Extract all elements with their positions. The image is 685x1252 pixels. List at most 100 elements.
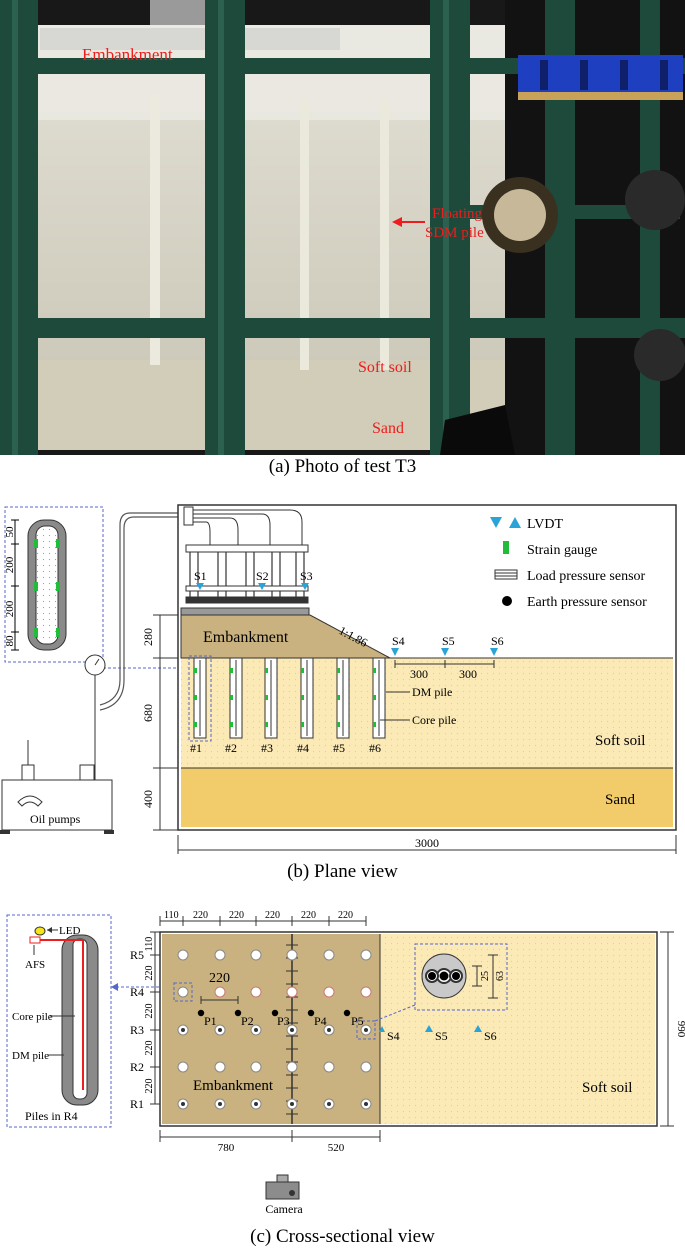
photo-label-floating-2: SDM pile	[425, 225, 484, 241]
cross-embankment	[162, 934, 380, 1124]
lvdt-s5	[441, 648, 449, 656]
sand-layer	[181, 768, 673, 827]
cross-s5-label: S5	[435, 1029, 448, 1043]
caption-c: (c) Cross-sectional view	[250, 1226, 435, 1247]
top-dim-110: 110	[164, 910, 179, 921]
test-photo: Embankment Floating SDM pile Soft soil S…	[0, 0, 685, 455]
surface-dim-1: 300	[410, 667, 428, 681]
pile-2-label: #2	[225, 741, 237, 755]
dm-pile-label: DM pile	[412, 685, 452, 699]
embankment-label: Embankment	[203, 629, 289, 646]
row-r4: R4	[130, 985, 144, 999]
afs-label: AFS	[25, 959, 45, 971]
loading-system	[183, 506, 309, 604]
bottom-dim-780: 780	[218, 1142, 235, 1154]
caption-a: (a) Photo of test T3	[268, 456, 417, 477]
dm-pile-detail-label: DM pile	[12, 1050, 49, 1062]
spacing-220: 220	[209, 971, 230, 986]
gauge-3	[34, 628, 38, 637]
camera-label: Camera	[265, 1202, 303, 1216]
dim-3000: 3000	[415, 836, 439, 850]
pile-1	[193, 657, 207, 739]
photo-label-sand: Sand	[372, 420, 404, 437]
pump-dial-icon	[17, 795, 43, 807]
legend-lvdt-down-icon	[490, 517, 502, 528]
dim-400: 400	[141, 790, 155, 808]
lvdt-s4	[391, 648, 399, 656]
legend-load-sensor: Load pressure sensor	[527, 569, 646, 584]
left-dim-220a: 220	[144, 966, 155, 981]
cross-soft-soil-label: Soft soil	[582, 1080, 632, 1096]
top-dim-220a: 220	[193, 910, 208, 921]
pile-1-label: #1	[190, 741, 202, 755]
cross-embankment-label: Embankment	[193, 1078, 274, 1094]
cross-s4-label: S4	[387, 1029, 400, 1043]
detail-dim-200a: 200	[4, 556, 16, 573]
bottom-dim-520: 520	[328, 1142, 345, 1154]
lvdt-s1-label: S1	[194, 569, 207, 583]
lvdt-s4-label: S4	[392, 634, 405, 648]
legend-lvdt: LVDT	[527, 517, 563, 532]
pile-strain-gauges	[194, 668, 376, 727]
dim-680: 680	[141, 704, 155, 722]
inset-dim-25: 25	[480, 971, 491, 981]
inset-dim-63: 63	[495, 971, 506, 981]
pile-detail-box	[4, 506, 104, 663]
lvdt-s2-label: S2	[256, 569, 269, 583]
pressure-gauges	[482, 170, 685, 381]
legend-gauge: Strain gauge	[527, 543, 597, 558]
detail-dim-200b: 200	[4, 600, 16, 617]
right-dim-990: 990	[675, 1021, 685, 1038]
soft-soil-label: Soft soil	[595, 733, 645, 749]
left-dim-110: 110	[144, 937, 155, 952]
top-dim-220b: 220	[229, 910, 244, 921]
core-pile-detail-label: Core pile	[12, 1011, 53, 1023]
pile-2	[229, 657, 243, 739]
dim-280: 280	[141, 628, 155, 646]
caption-b: (b) Plane view	[287, 861, 398, 882]
cross-s6-label: S6	[484, 1029, 497, 1043]
pile-4-label: #4	[297, 741, 309, 755]
detail-dim-50: 50	[4, 526, 16, 538]
left-dim-220b: 220	[144, 1004, 155, 1019]
pile-3-label: #3	[261, 741, 273, 755]
jack-units	[518, 55, 683, 100]
core-pile-label: Core pile	[412, 713, 456, 727]
lvdt-s3	[301, 583, 309, 590]
lvdt-s2	[258, 583, 266, 590]
top-dim-220c: 220	[265, 910, 280, 921]
legend: LVDT Strain gauge Load pressure sensor E…	[490, 517, 647, 610]
left-dim-220d: 220	[144, 1079, 155, 1094]
sensor-p2: P2	[241, 1014, 254, 1028]
legend-lvdt-up-icon	[509, 517, 521, 528]
row-r2: R2	[130, 1060, 144, 1074]
sensor-p5: P5	[351, 1014, 364, 1028]
legend-load-sensor-icon	[494, 569, 518, 580]
led-label: LED	[59, 925, 80, 937]
hydraulic-hose	[99, 512, 188, 706]
row-r1: R1	[130, 1097, 144, 1111]
lvdt-s6	[490, 648, 498, 656]
gauge-2	[34, 582, 38, 591]
photo-label-soft-soil: Soft soil	[358, 359, 412, 376]
r4-detail-title: Piles in R4	[25, 1109, 78, 1123]
sensor-p4: P4	[314, 1014, 327, 1028]
row-r3: R3	[130, 1023, 144, 1037]
led-icon	[34, 926, 46, 936]
sensor-p3: P3	[277, 1014, 290, 1028]
left-dim-220c: 220	[144, 1041, 155, 1056]
sensor-p1: P1	[204, 1014, 217, 1028]
cross-section-diagram: LED AFS Core pile DM pile Piles in R4 22…	[6, 910, 685, 1216]
earth-pressure-sensors	[197, 1009, 351, 1017]
photo-label-embankment: Embankment	[82, 45, 173, 64]
sand-label: Sand	[605, 792, 636, 808]
top-dim-220d: 220	[301, 910, 316, 921]
photo-label-floating-1: Floating	[432, 206, 483, 222]
top-dim-220e: 220	[338, 910, 353, 921]
cross-lvdt-s4	[379, 1026, 385, 1032]
gauge-1	[34, 539, 38, 548]
cross-lvdt-s6	[474, 1025, 482, 1032]
legend-earth-sensor: Earth pressure sensor	[527, 595, 647, 610]
lvdt-s3-label: S3	[300, 569, 313, 583]
row-r5: R5	[130, 948, 144, 962]
